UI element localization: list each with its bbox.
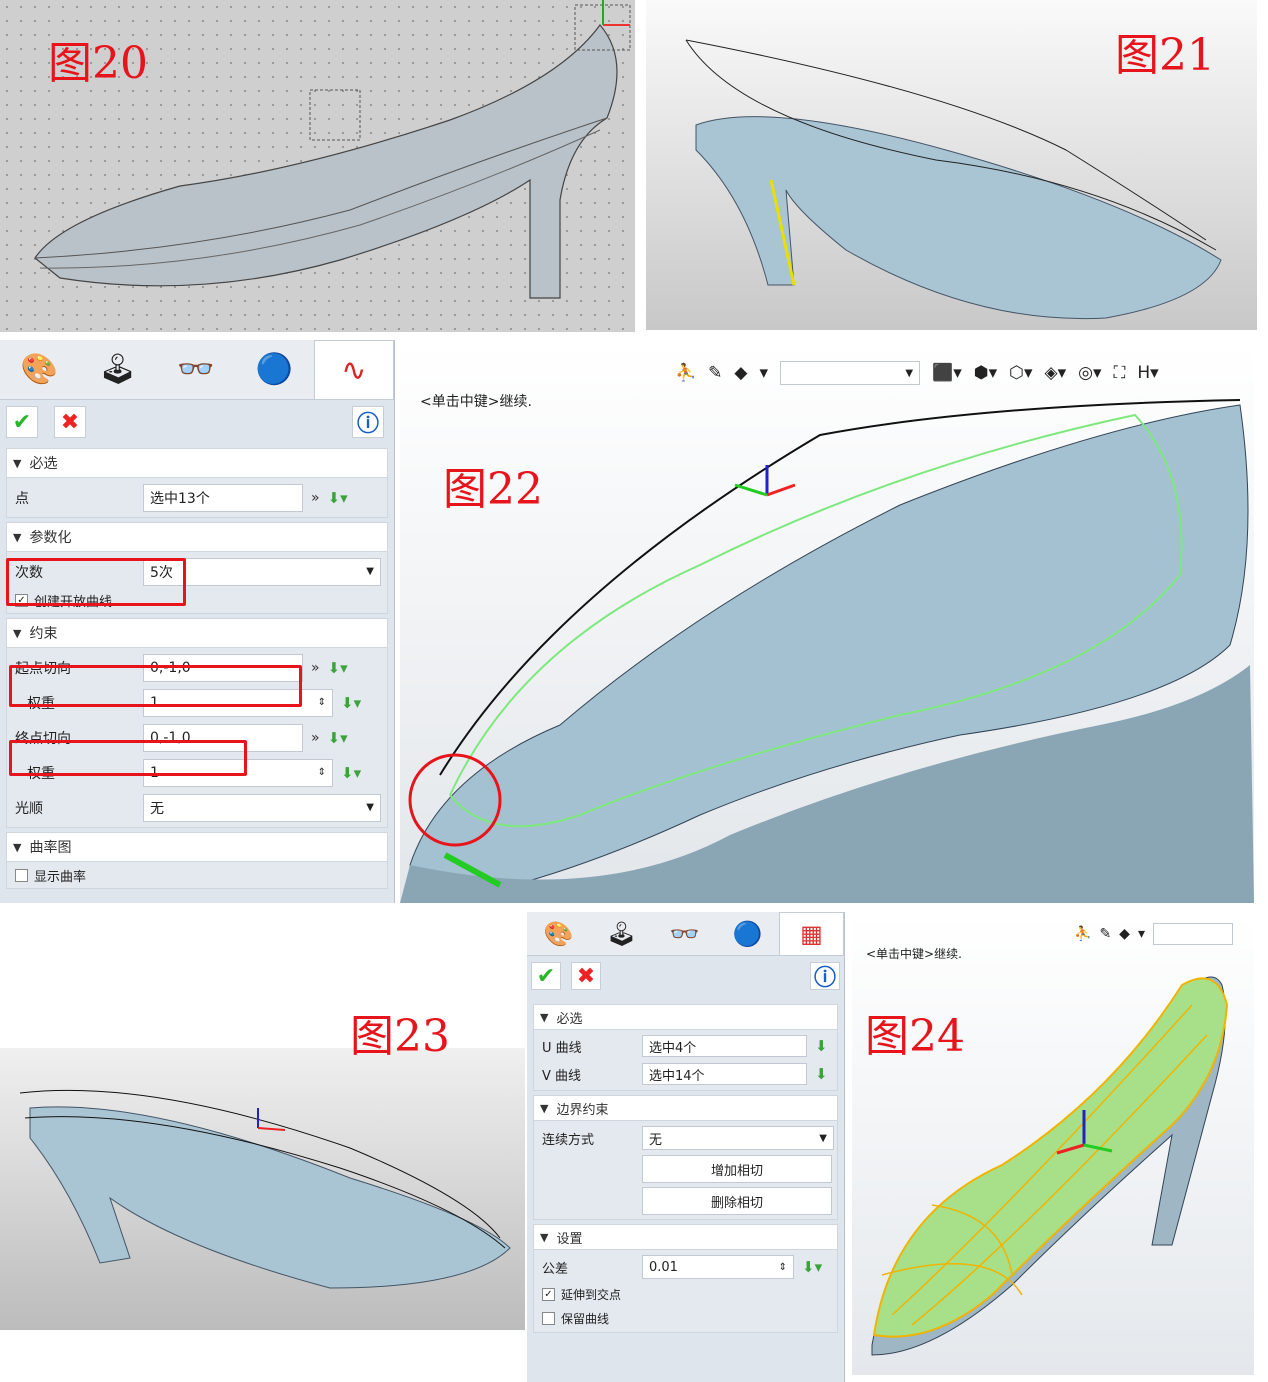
remove-tangent-button[interactable]: 删除相切 xyxy=(642,1187,832,1215)
shade-icon[interactable]: ⬢▾ xyxy=(973,363,998,383)
viewport-fig23[interactable] xyxy=(0,1048,525,1330)
glasses-icon[interactable]: 👓 xyxy=(669,919,700,948)
section-constraint[interactable]: ▼约束 xyxy=(6,618,388,648)
status-hint: <单击中键>继续. xyxy=(420,394,532,410)
u-curve-field[interactable]: 选中4个 xyxy=(642,1035,807,1057)
section-settings[interactable]: ▼设置 xyxy=(533,1224,838,1250)
view-toolbar: ⛹ ✎ ◆ ▾ xyxy=(1074,923,1233,945)
section-param[interactable]: ▼参数化 xyxy=(6,522,388,552)
show-curvature-checkbox[interactable] xyxy=(15,868,28,882)
viewport-fig20[interactable] xyxy=(0,0,635,332)
sphere-icon[interactable]: 🔵 xyxy=(732,919,763,948)
eraser-icon[interactable]: ✎ xyxy=(1099,926,1112,942)
section-curvature[interactable]: ▼曲率图 xyxy=(6,832,388,862)
box-icon[interactable]: ◈▾ xyxy=(1044,363,1067,383)
shoe-model-fig23 xyxy=(19,1089,511,1289)
keep-curve-checkbox[interactable] xyxy=(542,1311,555,1325)
cube-icon[interactable]: ◆ xyxy=(734,363,748,383)
highlight-degree xyxy=(6,558,186,606)
view-icon[interactable]: ⬛▾ xyxy=(932,363,962,383)
filter-icon[interactable]: ▾ xyxy=(759,363,769,383)
confirm-button[interactable]: ✔ xyxy=(6,406,38,438)
status-hint: <单击中键>继续. xyxy=(866,947,962,961)
highlight-end-tangent xyxy=(9,740,247,776)
pick-icon[interactable]: ⬇▾ xyxy=(327,488,348,507)
pick-icon[interactable]: ⬇▾ xyxy=(341,693,362,712)
select-icon[interactable]: ⛹ xyxy=(675,363,697,383)
figure-label-23: 图23 xyxy=(350,1011,450,1062)
pick-icon[interactable]: ⬇▾ xyxy=(327,728,348,747)
section-required[interactable]: ▼必选 xyxy=(533,1004,838,1030)
figure-label-21: 图21 xyxy=(1115,30,1215,81)
figure-label-22: 图22 xyxy=(443,464,543,515)
filter-dropdown[interactable]: ▼ xyxy=(780,361,921,385)
extend-checkbox[interactable]: ✓ xyxy=(542,1287,555,1301)
v-curve-field[interactable]: 选中14个 xyxy=(642,1063,807,1085)
double-chevron-icon[interactable]: » xyxy=(311,729,320,746)
curve-icon[interactable]: ∿ xyxy=(313,340,395,399)
eraser-icon[interactable]: ✎ xyxy=(708,363,723,383)
curve-properties-panel: 🎨 🕹 👓 🔵 ∿ ✔ ✖ ⓘ ▼必选 点 选中13个 »⬇▾ ▼参数化 次数 … xyxy=(0,340,395,903)
pick-icon[interactable]: ⬇ xyxy=(815,1037,828,1055)
glasses-icon[interactable]: 👓 xyxy=(177,352,215,387)
shoe-model-fig21 xyxy=(685,39,1222,320)
surface-properties-panel: 🎨 🕹 👓 🔵 ▦ ✔ ✖ ⓘ ▼必选 U 曲线 选中4个⬇ V 曲线 选中14… xyxy=(527,912,845,1382)
info-button[interactable]: ⓘ xyxy=(352,406,384,438)
select-icon[interactable]: ⛹ xyxy=(1074,926,1092,942)
shoe-model-fig24 xyxy=(871,976,1229,1356)
sphere-icon[interactable]: 🔵 xyxy=(255,352,294,387)
view-toolbar: ⛹ ✎ ◆ ▾ ▼ ⬛▾ ⬢▾ ⬡▾ ◈▾ ◎▾ ⛶ H▾ xyxy=(675,361,1159,385)
filter-dropdown[interactable] xyxy=(1152,923,1233,945)
add-tangent-button[interactable]: 增加相切 xyxy=(642,1155,832,1183)
point-field[interactable]: 选中13个 xyxy=(143,483,303,512)
highlight-start-tangent xyxy=(9,665,302,707)
smooth-select[interactable]: 无▼ xyxy=(143,793,381,822)
degree-select[interactable]: 5次▼ xyxy=(143,557,381,586)
double-chevron-icon[interactable]: » xyxy=(311,489,320,506)
confirm-button[interactable]: ✔ xyxy=(531,962,561,990)
viewport-fig22[interactable]: ⛹ ✎ ◆ ▾ ▼ ⬛▾ ⬢▾ ⬡▾ ◈▾ ◎▾ ⛶ H▾ <单击中键>继续. xyxy=(400,345,1254,903)
surface-mesh-icon[interactable]: ▦ xyxy=(779,912,844,955)
wire-icon[interactable]: ⬡▾ xyxy=(1009,363,1033,383)
info-button[interactable]: ⓘ xyxy=(810,962,840,991)
viewport-fig24[interactable]: ⛹ ✎ ◆ ▾ <单击中键>继续. xyxy=(852,915,1254,1375)
shoe-model-fig22 xyxy=(400,399,1254,903)
figure-label-20: 图20 xyxy=(48,38,148,89)
pick-icon[interactable]: ⬇▾ xyxy=(341,763,362,782)
end-tangent-field[interactable]: 0,-1,0 xyxy=(143,723,303,752)
weight2-spinner[interactable]: 1⇕ xyxy=(143,758,333,787)
fit-icon[interactable]: ⛶ xyxy=(1113,363,1126,383)
section-boundary[interactable]: ▼边界约束 xyxy=(533,1095,838,1121)
render-icon[interactable]: ◎▾ xyxy=(1078,363,1102,383)
joystick-icon[interactable]: 🕹 xyxy=(606,919,637,948)
figure-label-24: 图24 xyxy=(865,1011,965,1062)
double-chevron-icon[interactable]: » xyxy=(311,659,320,676)
pick-icon[interactable]: ⬇▾ xyxy=(327,658,348,677)
shoe-wireframe-fig20 xyxy=(34,0,631,299)
cube-icon[interactable]: ◆ xyxy=(1119,926,1130,942)
tolerance-spinner[interactable]: 0.01⇕ xyxy=(642,1255,794,1279)
cancel-button[interactable]: ✖ xyxy=(571,962,601,990)
palette-icon[interactable]: 🎨 xyxy=(20,352,58,387)
section-required[interactable]: ▼必选 xyxy=(6,448,388,478)
palette-icon[interactable]: 🎨 xyxy=(543,919,574,948)
viewport-fig21[interactable] xyxy=(646,0,1257,330)
pick-icon[interactable]: ⬇ xyxy=(815,1065,828,1083)
continuity-select[interactable]: 无▼ xyxy=(642,1126,834,1150)
cancel-button[interactable]: ✖ xyxy=(54,406,86,438)
filter-icon[interactable]: ▾ xyxy=(1137,926,1145,942)
joystick-icon[interactable]: 🕹 xyxy=(98,352,137,387)
pick-icon[interactable]: ⬇▾ xyxy=(802,1258,823,1276)
measure-icon[interactable]: H▾ xyxy=(1137,363,1159,383)
